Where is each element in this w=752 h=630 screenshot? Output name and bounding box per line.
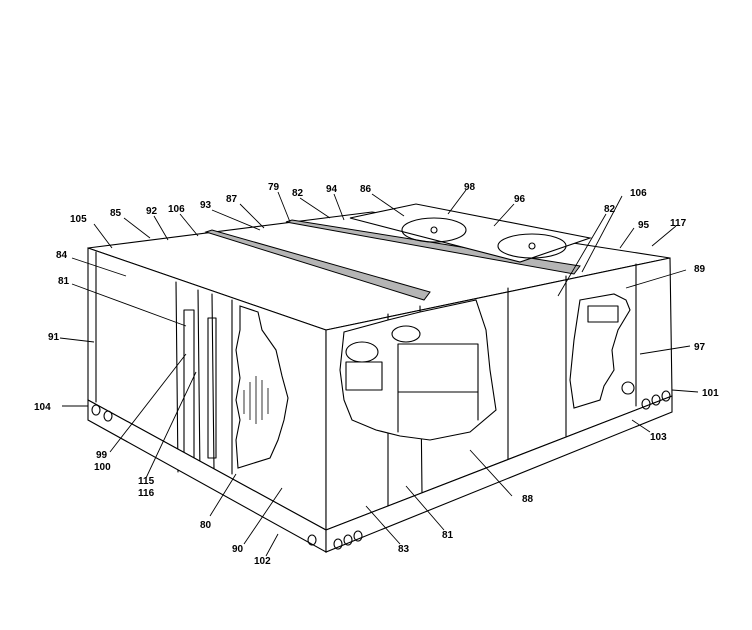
callout-96: 96	[514, 194, 526, 205]
callout-86: 86	[360, 184, 372, 195]
callout-92: 92	[146, 206, 158, 217]
callout-105: 105	[70, 214, 87, 225]
callout-labels: 105 85 92 106 93 87 79 82 94 86 98 96 10…	[34, 182, 719, 567]
callout-81-bottom: 81	[442, 530, 454, 541]
callout-90: 90	[232, 544, 244, 555]
callout-88: 88	[522, 494, 534, 505]
callout-83: 83	[398, 544, 410, 555]
callout-100: 100	[94, 462, 111, 473]
callout-116: 116	[138, 488, 155, 499]
callout-82-right: 82	[604, 204, 616, 215]
leader-lines	[59, 189, 699, 557]
callout-115: 115	[138, 476, 155, 487]
callout-79: 79	[268, 182, 280, 193]
top-seam-rails	[204, 219, 581, 301]
callout-85: 85	[110, 208, 122, 219]
callout-106-top-left: 106	[168, 204, 185, 215]
callout-117: 117	[670, 218, 687, 229]
callout-84: 84	[56, 250, 68, 261]
callout-87: 87	[226, 194, 238, 205]
blower-cutaway	[339, 299, 497, 441]
callout-102: 102	[254, 556, 271, 567]
unit-base-rail	[87, 390, 673, 553]
callout-106-top-right: 106	[630, 188, 647, 199]
callout-82-top: 82	[292, 188, 304, 199]
callout-104: 104	[34, 402, 51, 413]
callout-97: 97	[694, 342, 706, 353]
callout-98: 98	[464, 182, 476, 193]
burner-access-cutaway	[235, 305, 289, 469]
callout-99: 99	[96, 450, 108, 461]
callout-95: 95	[638, 220, 650, 231]
callout-94: 94	[326, 184, 338, 195]
callout-91: 91	[48, 332, 60, 343]
callout-80: 80	[200, 520, 212, 531]
callout-93: 93	[200, 200, 212, 211]
callout-81-left: 81	[58, 276, 70, 287]
callout-101: 101	[702, 388, 719, 399]
callout-89: 89	[694, 264, 706, 275]
control-cutaway	[569, 293, 635, 409]
callout-103: 103	[650, 432, 667, 443]
